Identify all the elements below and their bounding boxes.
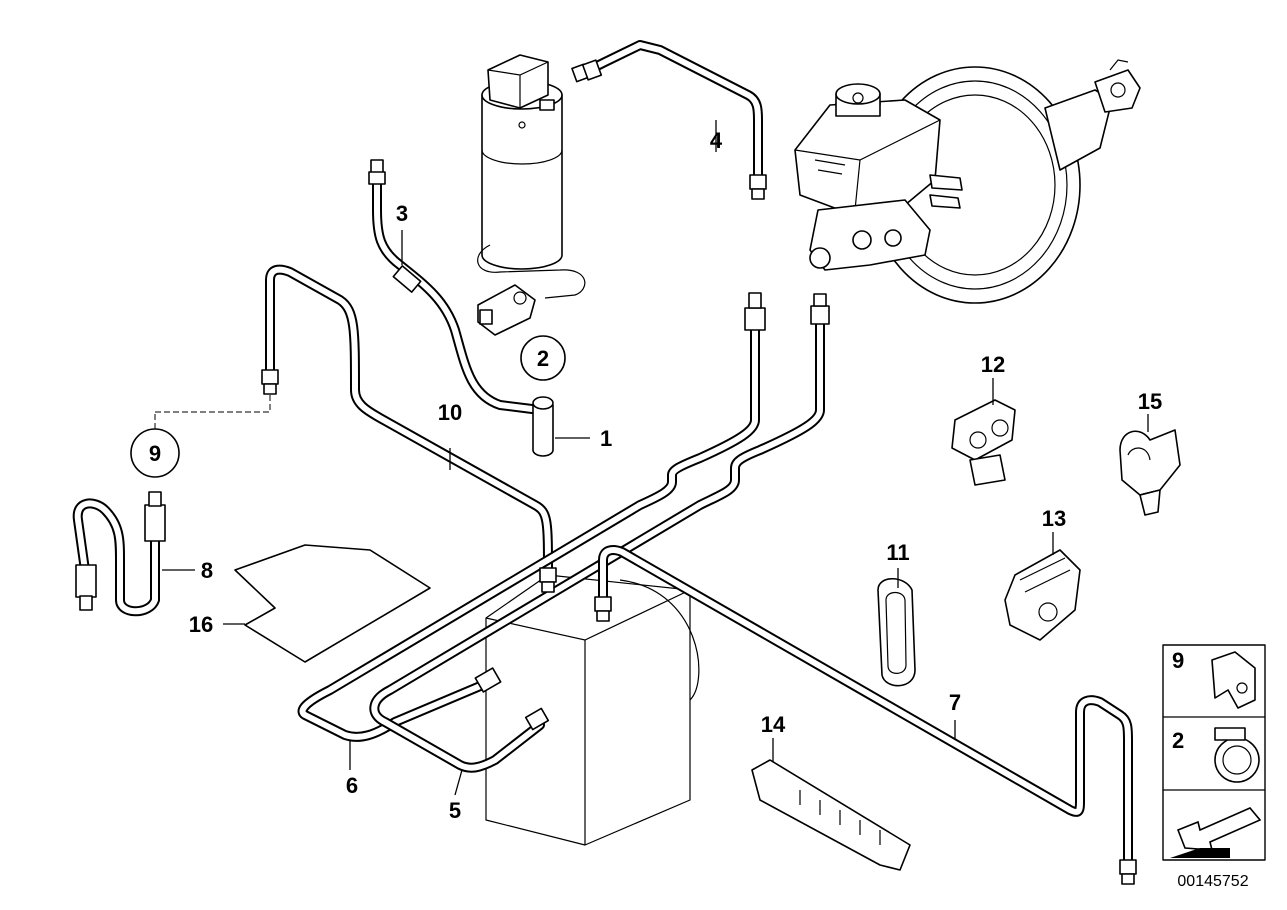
part-label-15: 15 — [1138, 389, 1162, 414]
part-label-1: 1 — [600, 426, 612, 451]
grommet-11 — [877, 577, 916, 687]
part-number-labels: 1 2 3 4 5 6 7 8 9 10 11 12 13 14 15 16 — [149, 128, 1162, 823]
arrow-back-icon — [1170, 807, 1262, 858]
part-label-4: 4 — [710, 128, 723, 153]
brake-line-4 — [580, 40, 763, 185]
flex-hose-8 — [72, 491, 166, 617]
part-label-6: 6 — [346, 773, 358, 798]
legend-label-9: 9 — [1172, 648, 1184, 673]
part-label-2: 2 — [537, 346, 549, 371]
part-label-5: 5 — [449, 798, 461, 823]
part-label-16: 16 — [189, 612, 213, 637]
part-label-9: 9 — [149, 441, 161, 466]
part-label-11: 11 — [886, 540, 909, 565]
clip-bracket-icon — [1211, 651, 1256, 709]
part-label-7: 7 — [949, 690, 961, 715]
legend-item-9: 9 — [1172, 648, 1256, 709]
hose-clamp-icon — [1214, 737, 1260, 783]
part-label-13: 13 — [1042, 506, 1066, 531]
leader-lines — [154, 120, 1149, 796]
part-label-14: 14 — [761, 712, 786, 737]
callout-bubble-2 — [520, 335, 566, 381]
part-label-8: 8 — [201, 558, 213, 583]
legend-item-2: 2 — [1172, 727, 1260, 783]
part-label-12: 12 — [981, 352, 1005, 377]
brake-line-group — [265, 40, 1133, 875]
holder-14 — [751, 759, 911, 871]
clip-15 — [1119, 429, 1181, 516]
clip-13 — [1004, 549, 1081, 641]
diagram-reference-number: 00145752 — [1177, 873, 1248, 890]
legend-box: 9 2 — [1162, 644, 1266, 861]
clip-12 — [951, 399, 1016, 486]
legend-label-2: 2 — [1172, 728, 1184, 753]
brake-booster-assembly — [794, 59, 1141, 304]
pump-sensor-unit — [477, 54, 586, 336]
insulation-mat-16 — [234, 544, 431, 663]
fittings — [261, 59, 1137, 885]
part-label-3: 3 — [396, 201, 408, 226]
part-label-10: 10 — [438, 400, 462, 425]
